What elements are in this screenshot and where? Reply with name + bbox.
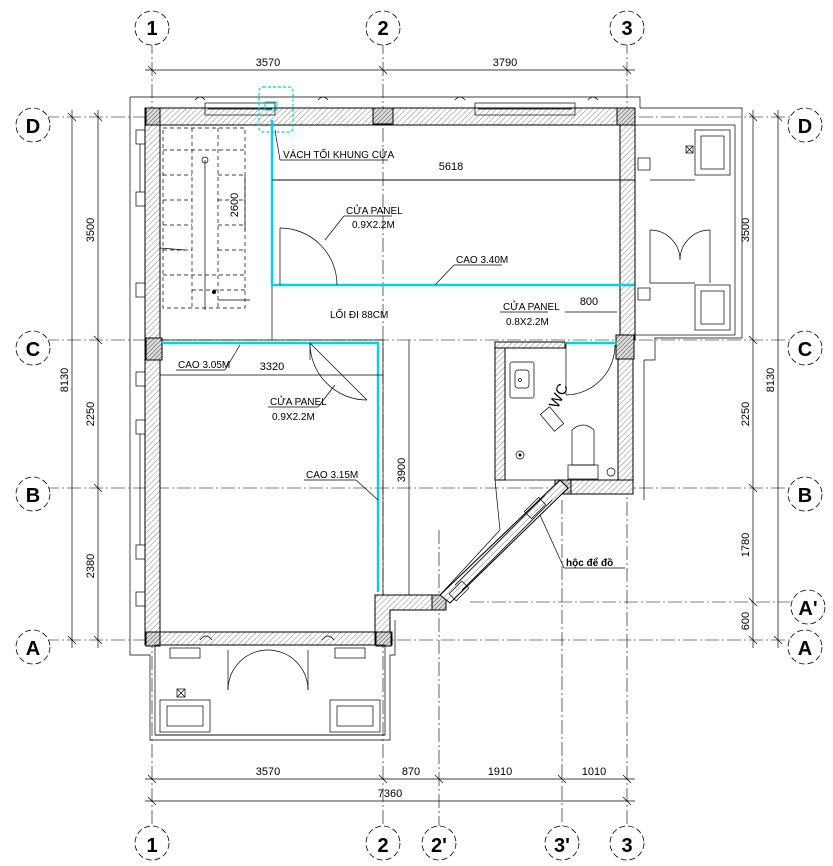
note-ceiling-340: CAO 3.40M [456, 255, 508, 266]
note-door-top-size: 0.9X2.2M [352, 220, 395, 231]
dimensions-left: 3500 2250 2380 8130 [59, 110, 103, 648]
dim-bottom-total: 7360 [378, 788, 402, 800]
dim-stair-2600: 2600 [229, 193, 241, 217]
svg-text:A: A [26, 638, 40, 660]
bottom-porch [154, 635, 386, 736]
svg-text:A: A [798, 638, 812, 660]
grid-bubble-top-1: 1 [134, 10, 170, 46]
right-porch [634, 124, 736, 336]
svg-text:1: 1 [146, 835, 157, 857]
dim-5618: 5618 [439, 161, 463, 173]
sink-icon [509, 361, 535, 399]
dimensions-top: 3570 3790 [145, 57, 635, 75]
grid-bubble-top-3: 3 [609, 10, 645, 46]
annotations: VÁCH TỐI KHUNG CỬA CỬA PANEL 0.9X2.2M CA… [176, 129, 625, 569]
note-door-wc-label: CỬA PANEL [503, 300, 560, 313]
dim-bottom-1910: 1910 [488, 766, 512, 778]
svg-text:A': A' [798, 598, 817, 620]
dim-right-2250: 2250 [740, 402, 752, 426]
interior-dimensions: 5618 3320 3900 800 [160, 161, 635, 482]
dim-800: 800 [580, 296, 598, 308]
note-door-wc-size: 0.8X2.2M [506, 317, 549, 328]
diagonal-window [448, 494, 553, 602]
glass-partitions [162, 86, 635, 592]
grid-bubbles: 1 2 3 1 2 2' 3' 3 [15, 10, 826, 861]
svg-text:C: C [798, 339, 812, 361]
dim-top-3790: 3790 [493, 57, 517, 69]
svg-text:3': 3' [554, 835, 570, 857]
top-windows [194, 96, 599, 116]
svg-text:B: B [798, 485, 812, 507]
columns [145, 107, 636, 647]
grid-bubble-right-Aprime: A' [790, 589, 826, 625]
grid-bubble-top-2: 2 [365, 10, 401, 46]
exterior-walls [144, 107, 636, 646]
grid-bubble-right-B: B [787, 476, 823, 512]
grid-bubble-right-A: A [787, 629, 823, 665]
grid-bubble-bottom-2: 2 [365, 825, 401, 861]
note-partition: VÁCH TỐI KHUNG CỬA [283, 147, 394, 161]
note-ceiling-305: CAO 3.05M [178, 360, 230, 371]
grid-bubble-left-C: C [15, 330, 51, 366]
door-swings [227, 227, 711, 691]
dim-right-1780: 1780 [740, 533, 752, 557]
grid-bubble-bottom-1: 1 [134, 825, 170, 861]
svg-text:3: 3 [621, 18, 632, 40]
staircase: 2600 [159, 127, 250, 310]
grid-bubble-right-D: D [787, 107, 823, 143]
grid-bubble-left-D: D [15, 107, 51, 143]
toilet-icon [571, 424, 595, 466]
dim-right-600: 600 [740, 612, 752, 630]
dim-3320: 3320 [260, 361, 284, 373]
room-label-wc: WC [546, 381, 572, 411]
svg-text:1: 1 [146, 18, 157, 40]
note-ceiling-315: CAO 3.15M [306, 470, 358, 481]
svg-text:2: 2 [377, 835, 388, 857]
svg-text:3: 3 [621, 835, 632, 857]
note-door-top-label: CỬA PANEL [346, 204, 403, 217]
dim-top-3570: 3570 [256, 57, 280, 69]
dim-bottom-1010: 1010 [582, 766, 606, 778]
dim-left-3500: 3500 [85, 218, 97, 242]
dim-3900: 3900 [396, 458, 408, 482]
dim-left-2380: 2380 [85, 554, 97, 578]
dim-bottom-3570: 3570 [256, 766, 280, 778]
dimensions-bottom: 3570 870 1910 1010 7360 [145, 766, 635, 806]
note-corridor: LỐI ĐI 88CM [330, 307, 388, 321]
svg-text:D: D [26, 116, 40, 138]
dimensions-right: 3500 2250 1780 600 8130 [740, 110, 783, 648]
grid-bubble-left-A: A [15, 629, 51, 665]
wc-fixtures [509, 361, 616, 480]
svg-text:C: C [26, 339, 40, 361]
svg-text:B: B [26, 485, 40, 507]
note-door-left-size: 0.9X2.2M [272, 412, 315, 423]
dim-right-3500: 3500 [740, 218, 752, 242]
dim-left-total: 8130 [59, 368, 71, 392]
dim-bottom-870: 870 [402, 766, 420, 778]
dim-right-total: 8130 [765, 368, 777, 392]
grid-bubble-bottom-3prime: 3' [544, 825, 580, 861]
toilet-tank-icon [567, 464, 599, 480]
grid-bubble-right-C: C [787, 330, 823, 366]
grid-bubble-bottom-3: 3 [609, 825, 645, 861]
svg-text:2: 2 [377, 18, 388, 40]
left-wall-pilasters [135, 129, 146, 607]
grid-bubble-left-B: B [15, 476, 51, 512]
grid-bubble-bottom-2prime: 2' [421, 825, 457, 861]
svg-text:2': 2' [431, 835, 447, 857]
note-niche: hộc để đồ [566, 557, 613, 569]
dim-left-2250: 2250 [85, 402, 97, 426]
note-door-left-label: CỬA PANEL [270, 395, 327, 408]
svg-text:D: D [798, 116, 812, 138]
